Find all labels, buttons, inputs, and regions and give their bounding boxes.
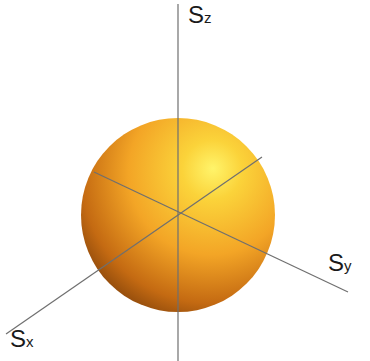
axis-label: Sx [8, 326, 36, 352]
axis-label: Sz [186, 2, 214, 28]
y-axis [94, 172, 348, 292]
axis-label: Sy [326, 250, 354, 276]
axes [6, 4, 348, 361]
z-axis [177, 4, 178, 361]
x-axis [6, 157, 262, 334]
